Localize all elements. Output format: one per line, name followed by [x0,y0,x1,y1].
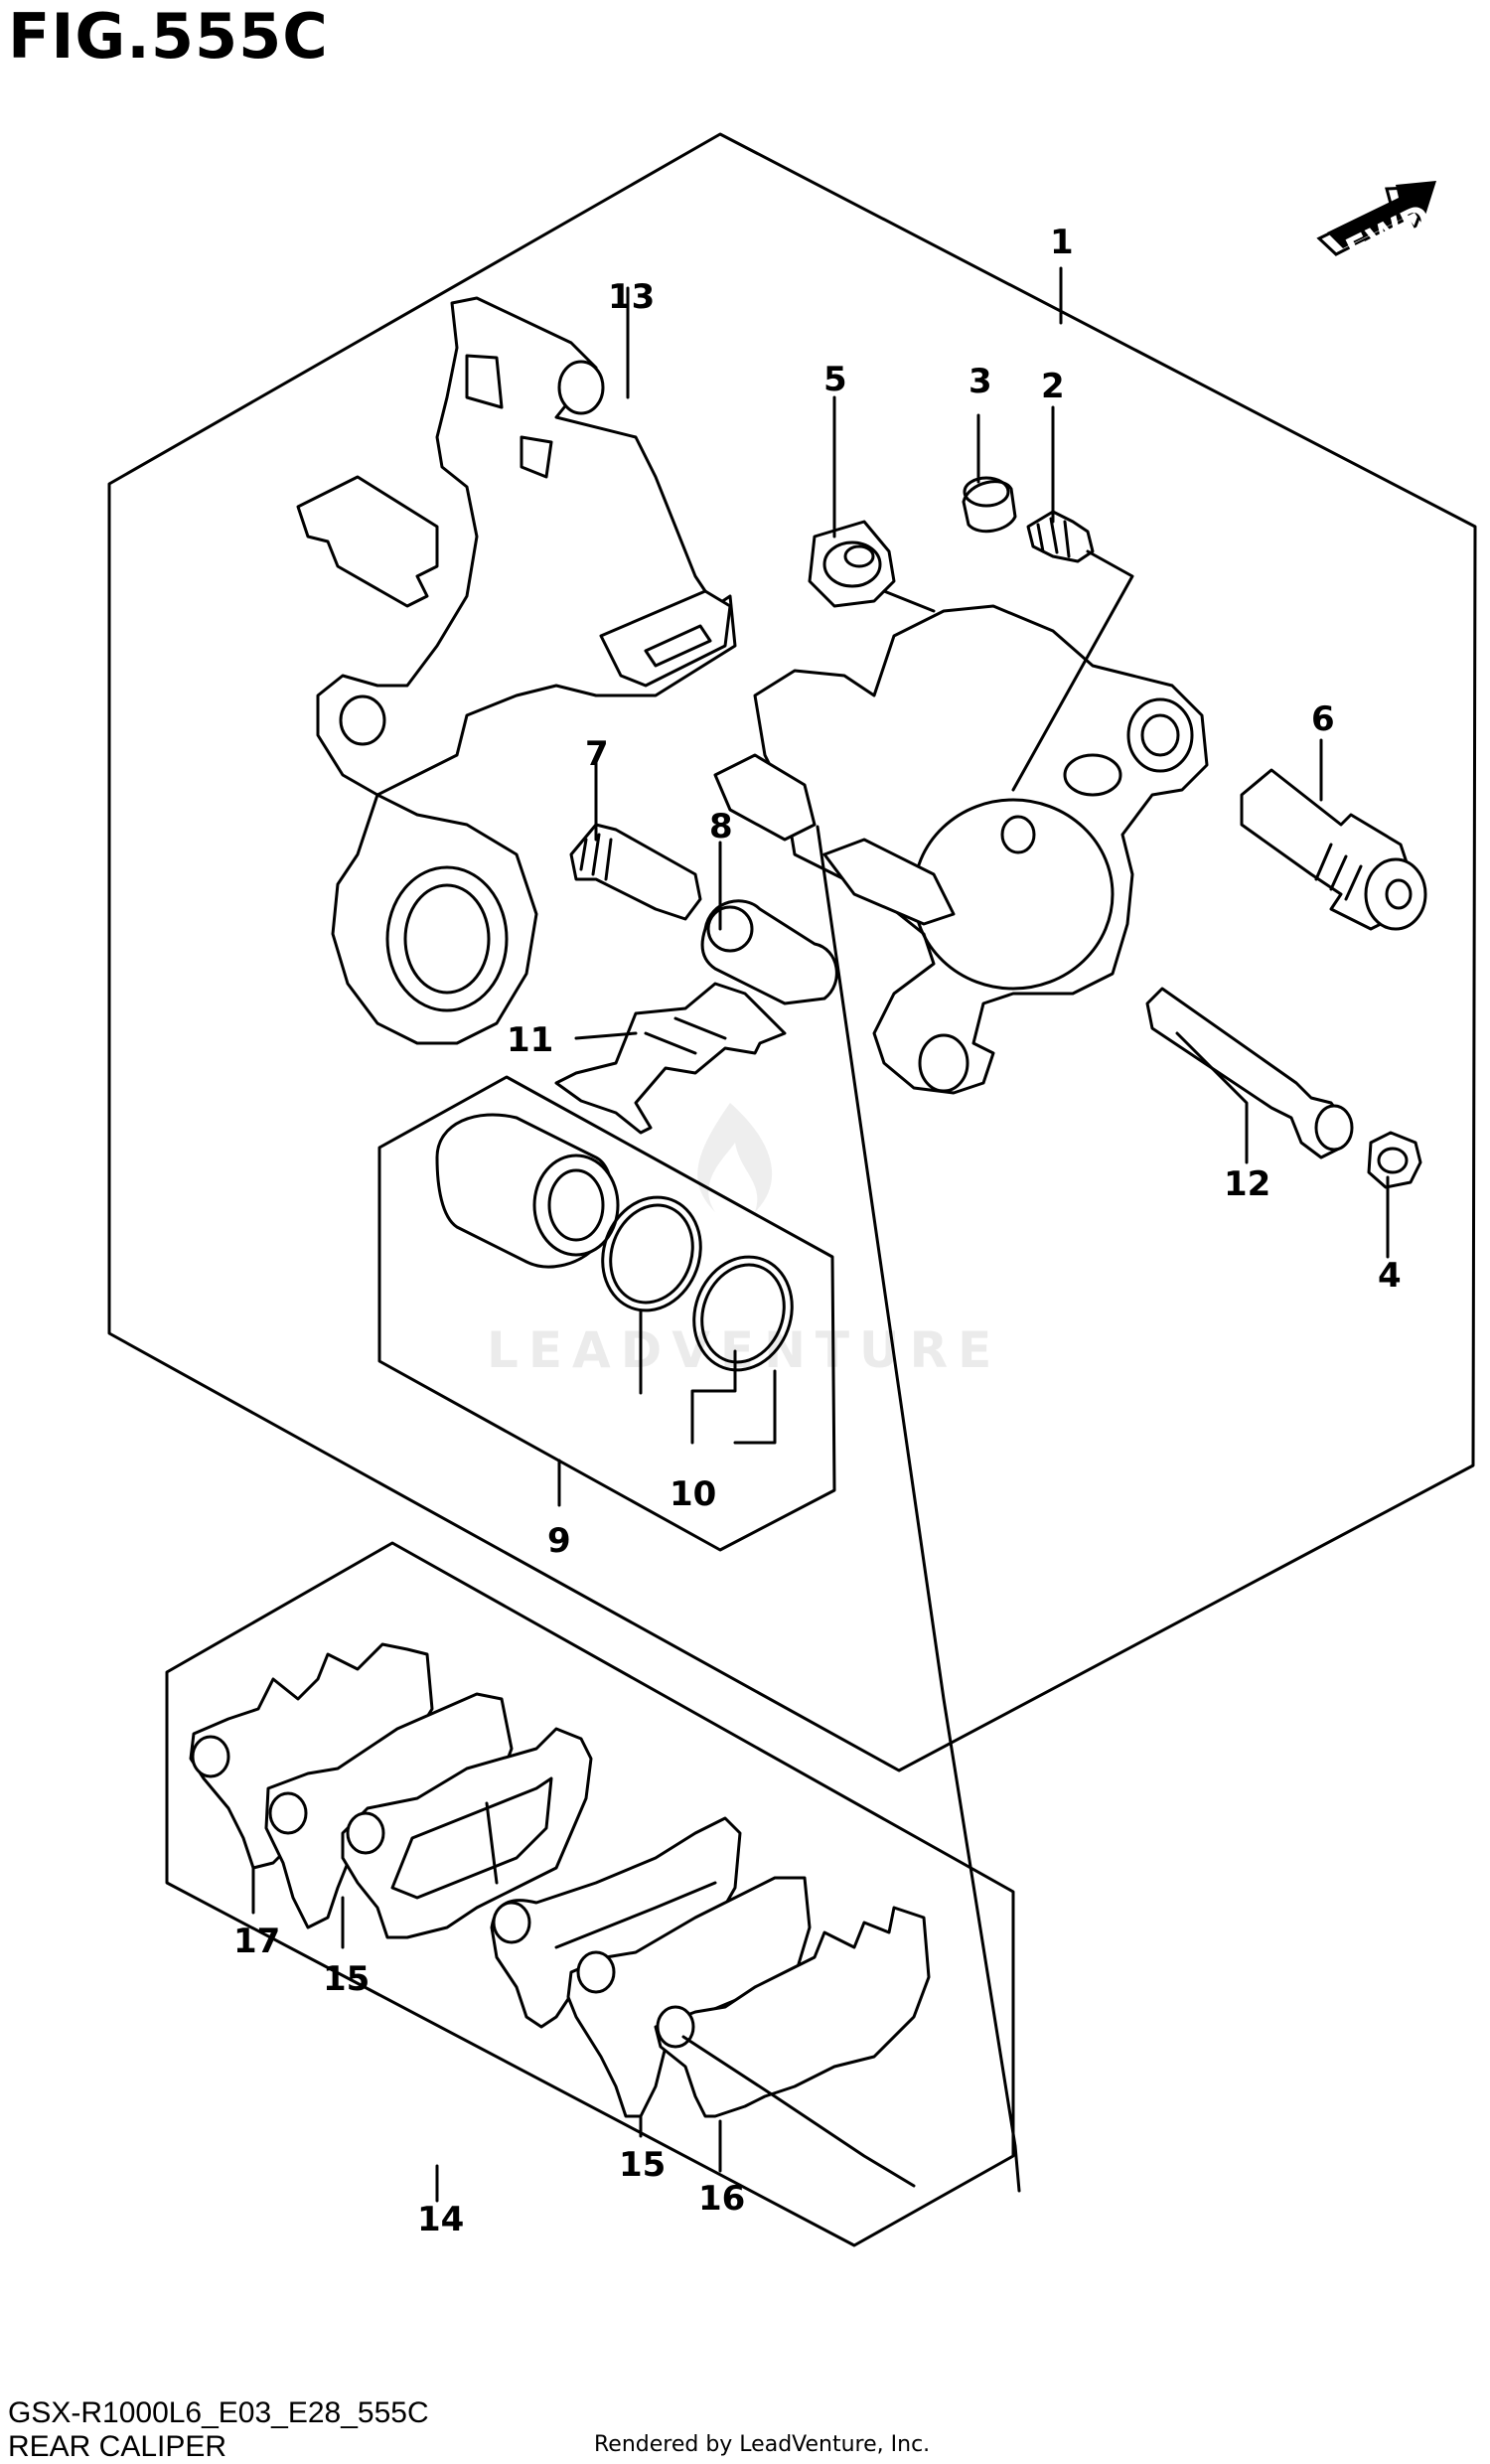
render-credit: Rendered by LeadVenture, Inc. [594,2432,931,2457]
callout-13: 13 [608,277,655,317]
callout-9: 9 [547,1521,571,1561]
slide-pin-6 [1240,768,1427,931]
leader-lines [251,266,1390,2203]
model-code: GSX-R1000L6_E03_E28_555C [8,2396,429,2429]
callout-12: 12 [1224,1164,1270,1204]
callout-5: 5 [823,360,847,399]
part-name: REAR CALIPER [8,2430,227,2463]
piston-9 [435,1113,620,1269]
fwd-arrow-icon: FWD [1316,181,1437,271]
slide-pin-12 [1145,987,1354,1159]
callout-6: 6 [1311,699,1335,739]
pad-shim-17 [189,1642,434,1870]
callout-1: 1 [1050,223,1074,262]
brake-pad-b [490,1816,742,2029]
cap-3 [962,476,1017,534]
callout-2: 2 [1041,367,1065,406]
figure-title: FIG.555C [8,0,329,73]
callout-3: 3 [968,362,992,401]
callout-7: 7 [585,734,609,774]
callout-8: 8 [709,807,733,847]
bracket-clip [296,475,439,608]
callout-14: 14 [417,2200,464,2239]
bleeder-cap-5 [808,520,896,608]
bleeder-screw-2 [1026,510,1095,563]
bolt-7 [569,823,702,921]
caliper-bracket-13 [316,296,737,1045]
assembly-outline-1 [107,132,1477,1772]
callout-16: 16 [698,2179,745,2219]
callouts: 1 2 3 4 5 6 7 8 9 10 11 12 13 14 15 15 1… [233,223,1402,2239]
piston-seal-10b [692,1255,794,1372]
caliper-body-1 [713,604,1209,1095]
callout-17: 17 [233,1922,280,1961]
callout-10: 10 [670,1474,716,1514]
pad-spring-11 [554,982,787,1135]
callout-4: 4 [1378,1256,1402,1296]
callout-15b: 15 [619,2145,666,2185]
pad-shim-15b [566,1876,812,2118]
brake-pad-a [341,1727,593,1939]
callout-11: 11 [507,1020,553,1060]
piston-seal-10a [601,1195,702,1312]
piston-kit-outline-9 [377,1075,836,1552]
pad-set-outline-14 [165,1541,1015,2247]
cap-4 [1367,1131,1422,1189]
boot-8 [700,899,838,1005]
callout-15a: 15 [323,1959,370,1999]
